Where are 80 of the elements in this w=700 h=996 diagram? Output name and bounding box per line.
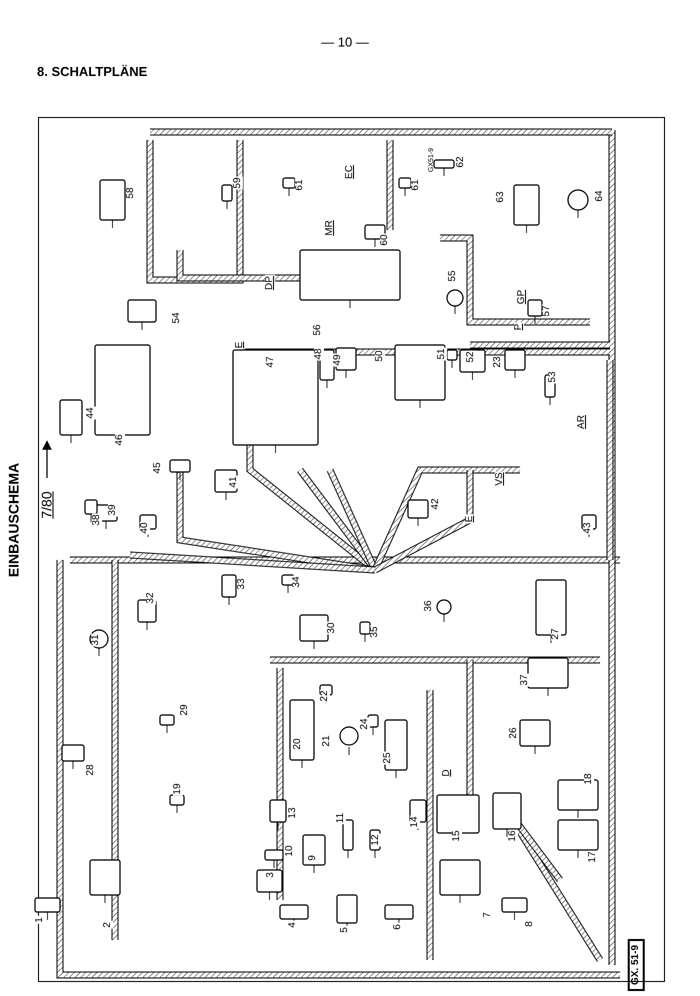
harness-code: AR — [577, 414, 587, 430]
date-code: 7/80 — [38, 491, 56, 519]
component-number: 19 — [173, 782, 183, 796]
component-number: 63 — [496, 190, 506, 204]
component-number: 38 — [92, 513, 102, 527]
component-number: 24 — [360, 717, 370, 731]
component-number: 60 — [380, 233, 390, 247]
component-number: 14 — [410, 815, 420, 829]
component-number: 15 — [452, 829, 462, 843]
harness-code: P — [514, 322, 524, 332]
component-number: 13 — [288, 806, 298, 820]
component-number: 28 — [86, 763, 96, 777]
component-number: 40 — [140, 521, 150, 535]
component-number: 10 — [285, 844, 295, 858]
component-number: 30 — [327, 621, 337, 635]
component-number: 11 — [336, 812, 346, 824]
component-number: 23 — [493, 355, 503, 369]
harness-code: D — [442, 768, 452, 778]
component-number: 48 — [314, 347, 324, 361]
harness-code: GP — [517, 288, 527, 306]
component-number: 5 — [340, 926, 350, 934]
harness-code: VS — [495, 471, 505, 487]
component-number: 50 — [375, 349, 385, 363]
component-number: 37 — [520, 673, 530, 687]
component-number: 6 — [393, 923, 403, 931]
component-number: 46 — [115, 433, 125, 447]
component-number: 25 — [383, 751, 393, 765]
component-number: 53 — [548, 370, 558, 384]
harness-code: DP — [265, 275, 275, 291]
page-number: — 10 — — [321, 33, 369, 52]
component-number: 57 — [542, 304, 552, 318]
component-number: 29 — [180, 703, 190, 717]
component-number: 26 — [509, 726, 519, 740]
component-number: 27 — [551, 627, 561, 641]
component-number: 55 — [448, 269, 458, 283]
component-number: 18 — [584, 772, 594, 786]
component-number: 2 — [103, 921, 113, 929]
component-number: 64 — [595, 189, 605, 203]
component-number: 8 — [525, 920, 535, 928]
component-number: 33 — [237, 577, 247, 591]
component-number: 61 — [295, 178, 305, 192]
component-number: 42 — [431, 497, 441, 511]
component-number: 22 — [320, 689, 330, 703]
component-number: 20 — [293, 737, 303, 751]
component-number: 52 — [466, 350, 476, 364]
component-number: 4 — [288, 921, 298, 929]
component-number: 54 — [172, 311, 182, 325]
component-number: 31 — [91, 633, 101, 647]
component-number: 35 — [370, 625, 380, 639]
component-number: 34 — [292, 575, 302, 589]
component-number: 17 — [588, 850, 598, 864]
component-number: 39 — [108, 503, 118, 517]
component-number: 44 — [86, 406, 96, 420]
component-number: 45 — [153, 461, 163, 475]
component-number: 61 — [411, 178, 421, 192]
component-number: 59 — [233, 176, 243, 190]
component-number: 1 — [35, 916, 45, 924]
component-number: 7 — [483, 911, 493, 919]
component-number: 3 — [266, 871, 276, 879]
component-number: 32 — [146, 591, 156, 605]
component-number: 49 — [333, 353, 343, 367]
component-number: 16 — [508, 829, 518, 843]
component-number: 21 — [322, 734, 332, 748]
section-heading: 8. SCHALTPLÄNE — [37, 63, 148, 81]
component-number: 62 — [456, 155, 466, 169]
component-number: 9 — [308, 854, 318, 862]
component-number: 51 — [437, 347, 447, 361]
component-number: 56 — [313, 323, 323, 337]
harness-code: EC — [345, 164, 355, 180]
component-number: 41 — [229, 475, 239, 489]
component-number: 58 — [126, 186, 136, 200]
component-number: 47 — [266, 355, 276, 369]
harness-code: MR — [325, 219, 335, 237]
component-number: 12 — [371, 833, 381, 847]
drawing-code: GX. 51-9 — [628, 938, 644, 992]
harness-code: E — [465, 514, 475, 524]
component-number: 36 — [424, 599, 434, 613]
component-number: 43 — [583, 521, 593, 535]
rotated-heading: EINBAUSCHEMA — [4, 462, 22, 578]
harness-code: E — [235, 340, 245, 350]
